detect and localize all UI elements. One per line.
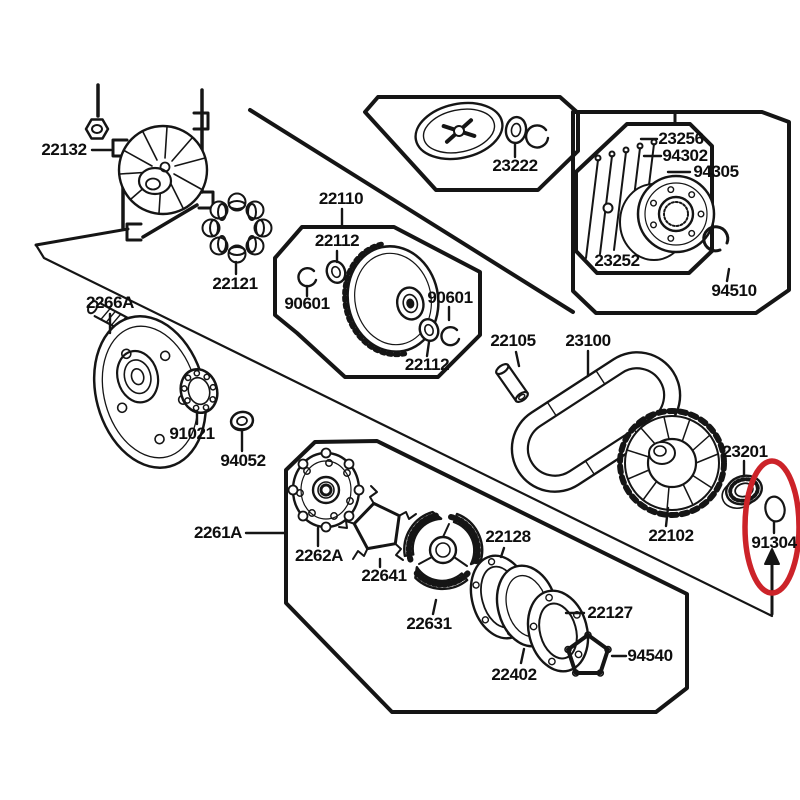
part-label-2262A: 2262A [294,546,344,565]
spacer-ring [504,115,528,145]
part-label-22132: 22132 [41,140,87,159]
variator-pulley-face [342,241,440,358]
part-label-94510: 94510 [711,281,757,300]
pulley-face-23222-box [414,101,550,161]
part-label-2261A: 2261A [193,523,243,542]
leader-lines [90,137,776,665]
part-label-22112-lower: 22112 [404,355,450,374]
washer-22112-lower [418,318,440,342]
clutch-shoes-22631 [403,510,484,591]
bracket-icon [197,190,215,210]
part-label-23100: 23100 [565,331,611,350]
part-label-23252: 23252 [594,251,640,270]
part-label-91304: 91304 [751,533,797,552]
part-label-22128: 22128 [485,527,531,546]
lock-nut-94052 [229,410,255,432]
part-label-22127: 22127 [587,603,633,622]
fan-pulley-22102 [617,408,727,518]
part-label-23256: 23256 [658,129,704,148]
panel-middle-left-edges [34,227,774,618]
panel-top-right-inner-box [574,122,714,275]
part-label-22641: 22641 [361,566,407,585]
drive-plate-2262A [287,447,365,533]
studs [585,138,658,259]
part-label-23201: 23201 [722,442,768,461]
panel-22110-box [273,225,482,379]
part-label-90601-right: 90601 [427,288,473,307]
roller-weight-set-22121 [201,192,273,264]
hub-drum [619,174,716,261]
circlip-90601-right [440,325,461,347]
bearing-91021 [179,367,219,415]
spacer-22105 [495,363,529,403]
clutch-drum-22402 [495,564,590,673]
clutch-hub-assembly [585,138,716,261]
drive-face-assembly [84,83,215,242]
part-label-91021: 91021 [169,424,215,443]
part-label-94302: 94302 [662,146,708,165]
part-label-94305: 94305 [693,162,739,181]
circlip-94510 [702,225,730,253]
variator-assembly-22110 [297,241,461,358]
part-label-22121: 22121 [212,274,258,293]
washer-22112-upper [325,260,347,284]
part-label-2266A: 2266A [85,293,135,312]
part-label-22631: 22631 [406,614,452,633]
part-label-22112-upper: 22112 [314,231,360,250]
bracket-icon [111,138,129,158]
part-label-23222: 23222 [492,156,538,175]
part-label-94052: 94052 [220,451,266,470]
circlip [524,124,550,149]
highlight-ellipse-91304 [742,458,800,596]
part-label-94540: 94540 [627,646,673,665]
clutch-springs-22641 [338,485,417,561]
part-label-22102: 22102 [648,526,694,545]
part-label-22402: 22402 [491,665,537,684]
part-label-22110: 22110 [318,189,364,208]
arrow-to-91304 [764,548,780,616]
panel-top-right-outer-box [571,110,791,315]
panel-outlines [248,95,791,714]
o-ring-91304 [764,495,786,523]
panel-23222-box [363,95,580,192]
seal-23201 [721,474,763,510]
circlip-90601-left [297,266,318,288]
drive-face-fan [117,124,209,216]
part-label-90601-left: 90601 [284,294,330,313]
bracket-icon [192,111,210,131]
panel-middle-top-edge [248,108,575,314]
panel-2261A-box [284,439,689,714]
part-label-22105: 22105 [490,331,536,350]
bracket-icon [125,222,143,242]
nut-22132 [84,118,110,140]
spring-clip-94540 [564,631,612,677]
